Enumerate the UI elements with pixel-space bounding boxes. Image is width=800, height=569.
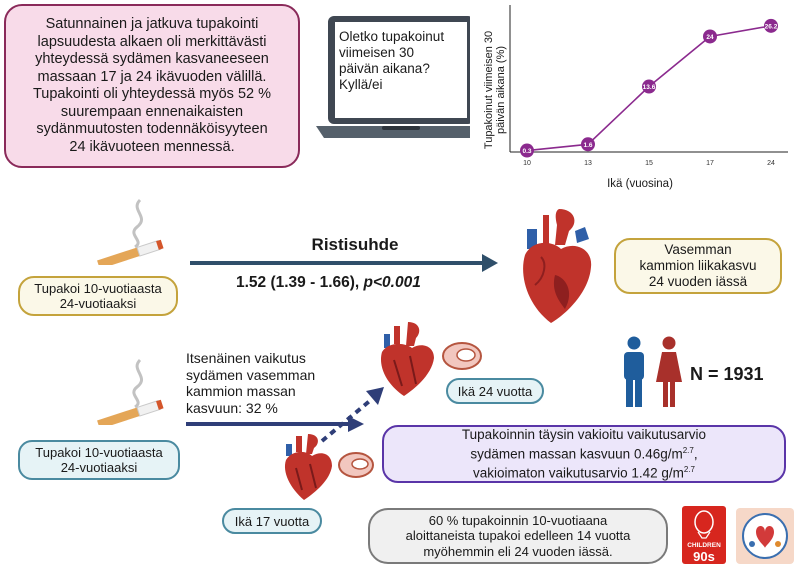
chart-point bbox=[520, 143, 534, 158]
adjusted-sup: 2.7 bbox=[682, 445, 694, 455]
unadjusted-sup: 2.7 bbox=[683, 465, 695, 474]
heart-17-icon bbox=[278, 432, 338, 504]
chart-point bbox=[642, 79, 656, 94]
chart-x-tick: 24 bbox=[767, 160, 775, 167]
chart-point-label: 13.6 bbox=[643, 84, 656, 91]
odds-title: Ristisuhde bbox=[311, 235, 399, 254]
chart-y-label: Tupakoinut viimeisen 30 päivän aikana (%… bbox=[483, 30, 507, 150]
chart-point bbox=[764, 18, 778, 33]
chart-x-tick: 17 bbox=[706, 160, 714, 167]
cross-section-17-icon bbox=[336, 450, 376, 480]
odds-ratio: 1.52 (1.39 - 1.66), p<0.001 bbox=[236, 274, 496, 292]
chart-point-label: 1.6 bbox=[583, 142, 592, 149]
independent-effect: Itsenäinen vaikutus sydämen vasemman kam… bbox=[186, 350, 316, 416]
woman-icon bbox=[654, 336, 684, 408]
dotted-arrow bbox=[318, 385, 388, 445]
summary-box: Satunnainen ja jatkuva tupakointi lapsuu… bbox=[4, 4, 300, 168]
cigarette-icon-2 bbox=[95, 355, 165, 430]
chart-point bbox=[703, 29, 717, 44]
p-value: p<0.001 bbox=[363, 274, 421, 291]
adjusted-line2: sydämen massan kasvuun 0.46g/m2.7, bbox=[470, 443, 697, 463]
unadjusted-line: vakioimaton vaikutusarvio 1.42 g/m2.7 bbox=[473, 462, 695, 482]
adjusted-line2-text: sydämen massan kasvuun 0.46g/m bbox=[470, 446, 683, 461]
line-chart: 10 13 15 17 24 0.3 1.6 13.6 24 26.2 bbox=[470, 0, 796, 200]
arrow-row1 bbox=[190, 252, 500, 274]
chart-x-tick: 13 bbox=[584, 160, 592, 167]
chart-point bbox=[581, 137, 595, 152]
chart-point-label: 0.3 bbox=[522, 148, 531, 155]
chart-x-tick: 15 bbox=[645, 160, 653, 167]
age-17-label: Ikä 17 vuotta bbox=[222, 508, 322, 534]
adjusted-line1: Tupakoinnin täysin vakioitu vaikutusarvi… bbox=[461, 426, 707, 442]
age-24-label: Ikä 24 vuotta bbox=[446, 378, 544, 404]
chart-point-label: 26.2 bbox=[765, 23, 778, 30]
chart-x-tick: 10 bbox=[523, 160, 531, 167]
children-of-90s-logo: CHILDREN 90s bbox=[682, 506, 726, 564]
heart-research-logo bbox=[736, 508, 794, 564]
chart-point-label: 24 bbox=[706, 34, 714, 41]
logo-children-text: CHILDREN bbox=[687, 542, 721, 549]
laptop-icon bbox=[316, 14, 486, 144]
odds-value: 1.52 (1.39 - 1.66), bbox=[236, 274, 364, 291]
unadjusted-text: vakioimaton vaikutusarvio 1.42 g/m bbox=[473, 465, 684, 481]
arrow-row2 bbox=[186, 414, 366, 434]
effect-estimate-box: Tupakoinnin täysin vakioitu vaikutusarvi… bbox=[382, 425, 786, 483]
adjusted-line2-end: , bbox=[693, 446, 698, 461]
heart-24-icon bbox=[372, 320, 442, 400]
cigarette-icon bbox=[95, 195, 165, 270]
cross-section-24-icon bbox=[440, 340, 484, 372]
smoker-label-row1: Tupakoi 10-vuotiaasta 24-vuotiaaksi bbox=[18, 276, 178, 316]
chart-x-label: Ikä (vuosina) bbox=[607, 178, 673, 190]
smoker-label-row2: Tupakoi 10-vuotiaasta 24-vuotiaaksi bbox=[18, 440, 180, 480]
laptop-question: Oletko tupakoinut viimeisen 30 päivän ai… bbox=[339, 29, 445, 92]
heart-icon bbox=[505, 205, 605, 330]
outcome-label: Vasemman kammion liikakasvu 24 vuoden iä… bbox=[614, 238, 782, 294]
man-icon bbox=[620, 336, 648, 408]
persistence-note: 60 % tupakoinnin 10-vuotiaana aloittanei… bbox=[368, 508, 668, 564]
sample-size: N = 1931 bbox=[690, 364, 764, 384]
logo-90s-text: 90s bbox=[693, 549, 715, 564]
